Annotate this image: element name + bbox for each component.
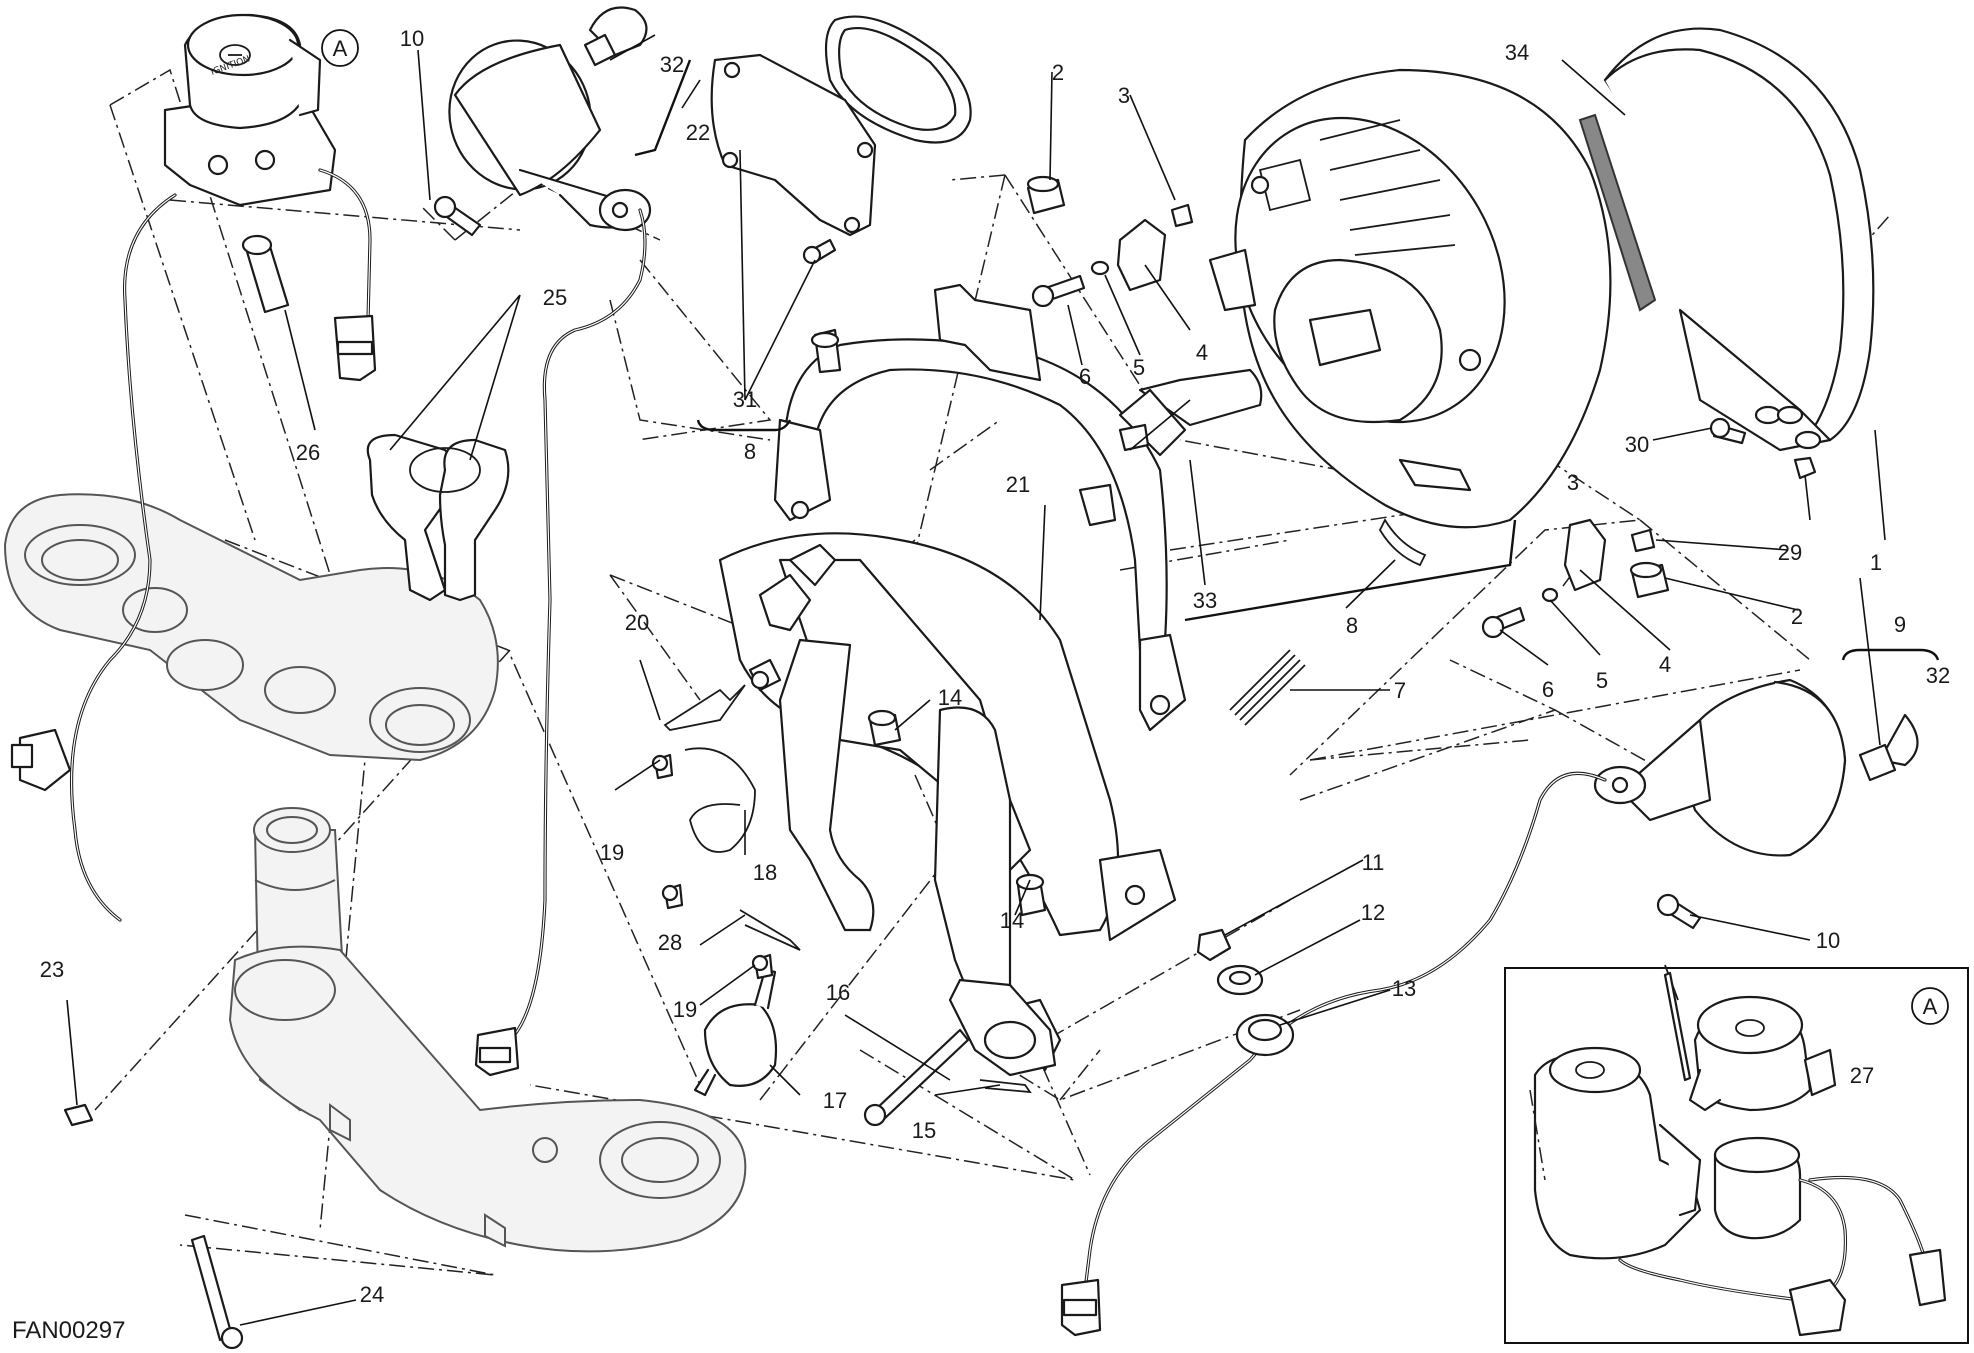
svg-text:A: A — [333, 36, 348, 61]
label-part-14-upper: 14 — [938, 685, 962, 710]
rim-gasket — [1578, 113, 1657, 312]
label-part-1: 1 — [1870, 550, 1882, 575]
label-part-2-right: 2 — [1791, 604, 1803, 629]
headlight-bulb — [1118, 368, 1263, 457]
label-part-24: 24 — [360, 1282, 384, 1307]
label-part-7: 7 — [1394, 678, 1406, 703]
label-part-8-right: 8 — [1346, 613, 1358, 638]
headlight-spring-clip — [1378, 518, 1427, 567]
label-part-6-right: 6 — [1542, 677, 1554, 702]
label-part-12: 12 — [1361, 900, 1385, 925]
label-part-4-top: 4 — [1196, 340, 1208, 365]
label-part-19-upper: 19 — [600, 840, 624, 865]
label-part-10: 10 — [400, 26, 424, 51]
label-part-16: 16 — [826, 980, 850, 1005]
headlight-bracket — [718, 532, 1177, 1072]
upper-mount-clip — [748, 543, 837, 692]
label-part-30: 30 — [1625, 432, 1649, 457]
label-part-29: 29 — [1778, 540, 1802, 565]
label-part-28: 28 — [658, 930, 682, 955]
lower-triple-clamp — [228, 945, 747, 1253]
screw-10-top — [433, 195, 482, 237]
headlight-rim — [1603, 27, 1875, 452]
ignition-keys — [366, 433, 510, 602]
label-part-5-top: 5 — [1133, 355, 1145, 380]
label-part-17: 17 — [823, 1088, 847, 1113]
upper-triple-clamp — [3, 493, 499, 762]
label-part-9: 9 — [1894, 612, 1906, 637]
label-part-10-right: 10 — [1816, 928, 1840, 953]
label-part-23: 23 — [40, 957, 64, 982]
label-part-32-right: 32 — [1926, 663, 1950, 688]
label-part-21: 21 — [1006, 472, 1030, 497]
rim-screw-30 — [1709, 417, 1747, 445]
label-part-22: 22 — [686, 120, 710, 145]
label-part-2-top: 2 — [1052, 60, 1064, 85]
drawing-code: FAN00297 — [12, 1317, 125, 1344]
cover-plate — [710, 53, 877, 237]
label-part-11: 11 — [1362, 850, 1385, 875]
label-part-32: 32 — [660, 52, 684, 77]
label-part-3-right: 3 — [1567, 470, 1579, 495]
label-part-13: 13 — [1392, 976, 1416, 1001]
inset-detail-a — [1504, 964, 1969, 1344]
rim-nut-29 — [1793, 456, 1817, 480]
headlight-body — [1208, 68, 1612, 529]
right-turn-indicator — [1060, 678, 1847, 1337]
ignition-bolt-26 — [241, 234, 290, 314]
headlight-support-arc — [773, 283, 1187, 732]
ignition-harness — [10, 168, 377, 922]
callout-a-main: A — [321, 29, 359, 67]
label-part-27: 27 — [1850, 1063, 1874, 1088]
label-part-14-lower: 14 — [1000, 908, 1024, 933]
part-number-labels: 10 32 22 25 26 31 8 2 3 34 6 5 4 30 3 29… — [40, 26, 1950, 1307]
label-part-4-right: 4 — [1659, 652, 1671, 677]
svg-text:A: A — [1923, 994, 1938, 1019]
label-part-25: 25 — [543, 285, 567, 310]
label-part-26: 26 — [296, 440, 320, 465]
bracket-support-foot — [948, 978, 1057, 1077]
cover-screw — [802, 238, 837, 265]
label-part-15: 15 — [912, 1118, 936, 1143]
callout-a-inset: A — [1911, 987, 1949, 1025]
label-part-18: 18 — [753, 860, 777, 885]
gasket-seal — [824, 15, 972, 144]
left-turn-indicator — [448, 39, 652, 1077]
label-part-3-top: 3 — [1118, 83, 1130, 108]
group-brackets — [634, 59, 1940, 661]
fasteners — [63, 175, 1670, 1350]
label-part-34: 34 — [1505, 40, 1529, 65]
label-part-19-lower: 19 — [673, 997, 697, 1022]
bulb-32-right — [1858, 713, 1919, 782]
label-part-33: 33 — [1193, 588, 1217, 613]
label-part-6-top: 6 — [1079, 364, 1091, 389]
label-part-5-right: 5 — [1596, 668, 1608, 693]
label-part-20: 20 — [625, 610, 649, 635]
label-part-31: 31 — [733, 387, 757, 412]
label-part-8-left: 8 — [744, 439, 756, 464]
screw-10-right — [1656, 893, 1702, 930]
ignition-switch: IGNITION — [163, 13, 337, 207]
leader-lines — [66, 34, 1886, 1326]
bulb-32-top — [583, 6, 648, 67]
